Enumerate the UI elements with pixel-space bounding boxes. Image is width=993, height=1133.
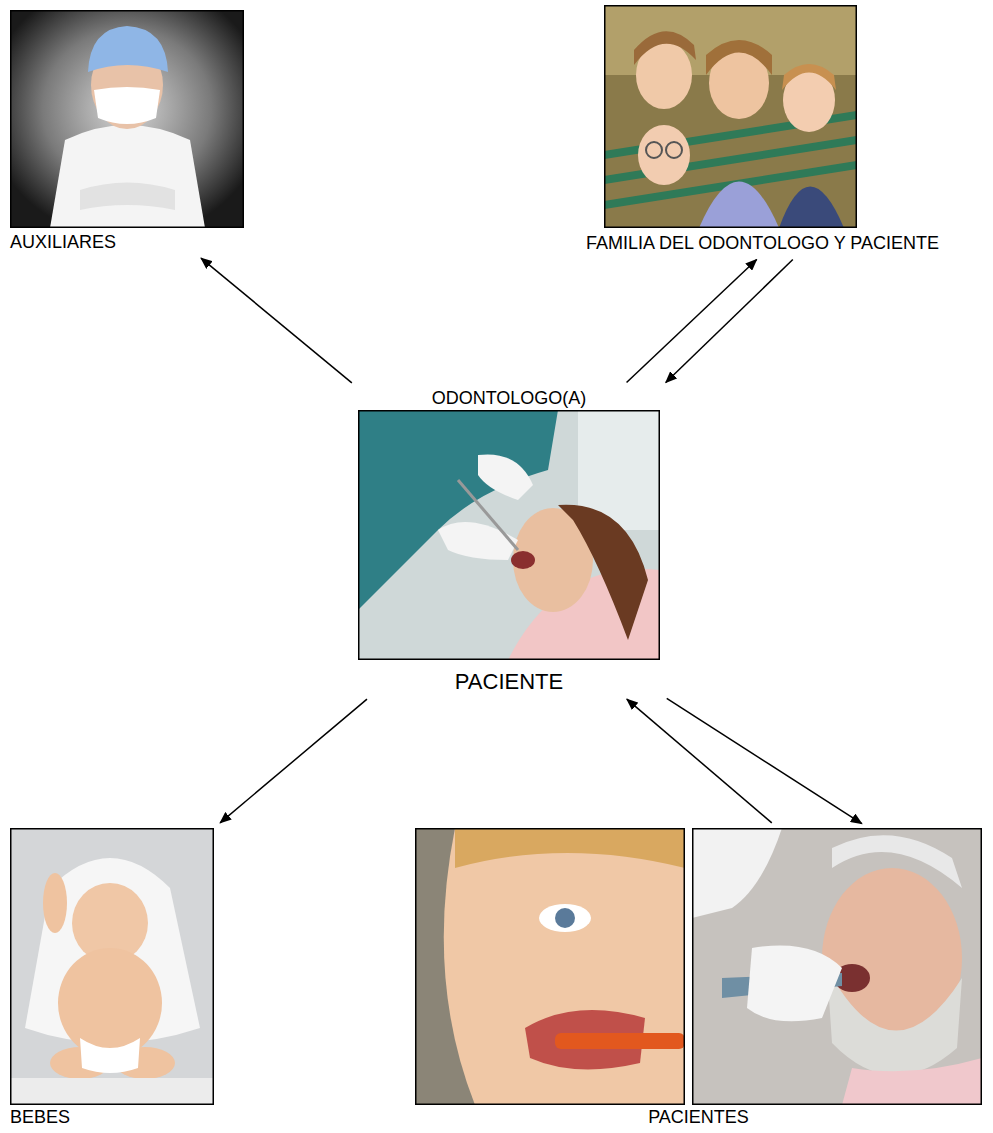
photo-node: BEBES [10, 828, 214, 1128]
photo-frame [10, 828, 214, 1105]
dentist-photo [358, 410, 660, 660]
baby-photo [10, 828, 214, 1105]
photo-caption: BEBES [10, 1107, 214, 1128]
photo-caption: PACIENTE [358, 669, 660, 694]
arrow-connector [220, 699, 367, 823]
arrow-connector [667, 698, 862, 823]
photo-caption: FAMILIA DEL ODONTOLOGO Y PACIENTE [537, 233, 988, 254]
assistant-photo [10, 10, 244, 228]
photo-caption: ODONTOLOGO(A) [358, 388, 660, 409]
photo-caption: PACIENTES [415, 1107, 982, 1128]
photo-frame [358, 411, 660, 661]
arrow-connector [201, 258, 352, 383]
photo-node: ODONTOLOGO(A) PACIENTE [358, 388, 660, 694]
photo-node: FAMILIA DEL ODONTOLOGO Y PACIENTE [537, 5, 988, 254]
arrow-connector [666, 260, 793, 383]
photo-frame [537, 5, 988, 228]
arrow-connector [627, 699, 772, 823]
photo-node: AUXILIARES [10, 10, 244, 253]
family-photo [604, 5, 857, 228]
photo-node: PACIENTES [415, 828, 982, 1128]
photo-frame [10, 10, 244, 228]
elder-photo [692, 828, 982, 1105]
arrow-connector [627, 259, 757, 382]
photo-caption: AUXILIARES [10, 232, 244, 253]
child-photo [415, 828, 685, 1105]
photo-frame [415, 828, 982, 1105]
